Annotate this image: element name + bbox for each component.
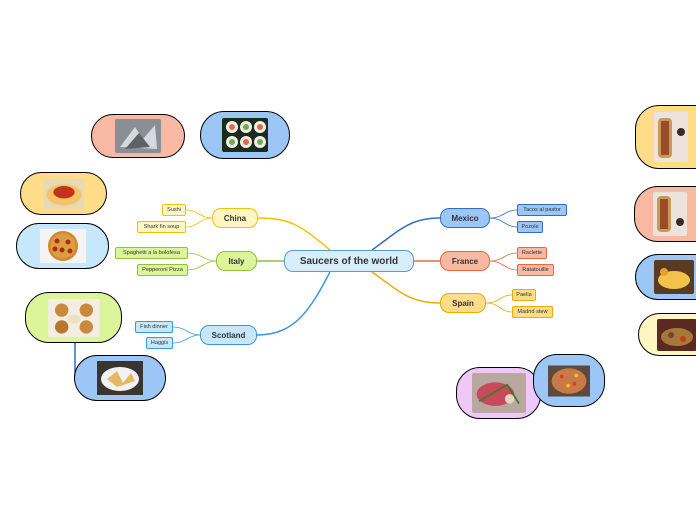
subtopic-pozole[interactable]: Pozole xyxy=(517,221,543,233)
shark-fin-soup-image-card[interactable] xyxy=(91,114,185,158)
spaghetti-image-card[interactable] xyxy=(20,172,107,215)
subtopic-pepperoni-pizza[interactable]: Pepperoni Pizza xyxy=(137,264,188,276)
topic-spain[interactable]: Spain xyxy=(440,293,486,313)
ratatouille-photo xyxy=(471,373,526,413)
madrid-stew-image-card[interactable] xyxy=(638,313,696,356)
subtopic-shark-fin-soup[interactable]: Shark fin soup xyxy=(137,221,186,233)
topic-france[interactable]: France xyxy=(440,251,490,271)
pozole-photo xyxy=(653,192,687,236)
subtopic-raclette[interactable]: Raclette xyxy=(517,247,547,259)
subtopic-sushi[interactable]: Sushi xyxy=(162,204,186,216)
sushi-image-card[interactable] xyxy=(200,111,290,159)
subtopic-spaghetti[interactable]: Spaghetti a la bolofesa xyxy=(115,247,188,259)
pizza-image-card[interactable] xyxy=(16,223,109,269)
pizza-photo xyxy=(37,229,89,263)
shark-fin-photo xyxy=(115,119,161,153)
subtopic-madrid-stew[interactable]: Madrid stew xyxy=(512,306,553,318)
haggis-image-card[interactable] xyxy=(74,355,166,401)
subtopic-tacos-al-pastor[interactable]: Tacos al pastor xyxy=(517,204,567,216)
central-topic[interactable]: Saucers of the world xyxy=(284,250,414,272)
paella-photo xyxy=(548,361,590,401)
spaghetti-photo xyxy=(39,178,89,209)
haggis-photo xyxy=(94,361,146,395)
fish-dinner-photo xyxy=(47,298,100,337)
tacos-image-card[interactable] xyxy=(635,105,696,169)
raclette-image-card[interactable] xyxy=(635,254,696,300)
topic-china[interactable]: China xyxy=(212,208,258,228)
paella-image-card[interactable] xyxy=(533,354,605,407)
raclette-photo xyxy=(654,260,694,294)
fish-dinner-image-card[interactable] xyxy=(25,292,122,343)
subtopic-ratatouille[interactable]: Ratatouille xyxy=(517,264,554,276)
sushi-photo xyxy=(222,118,268,152)
subtopic-paella[interactable]: Paella xyxy=(512,289,536,301)
pozole-image-card[interactable] xyxy=(634,186,696,242)
topic-scotland[interactable]: Scotland xyxy=(200,325,257,345)
ratatouille-image-card[interactable] xyxy=(456,367,541,419)
topic-mexico[interactable]: Mexico xyxy=(440,208,490,228)
subtopic-fish-dinner[interactable]: Fish dinner xyxy=(135,321,173,333)
madrid-stew-photo xyxy=(657,318,696,351)
subtopic-haggis[interactable]: Haggis xyxy=(146,337,173,349)
tacos-photo xyxy=(654,112,688,162)
topic-italy[interactable]: Italy xyxy=(216,251,257,271)
